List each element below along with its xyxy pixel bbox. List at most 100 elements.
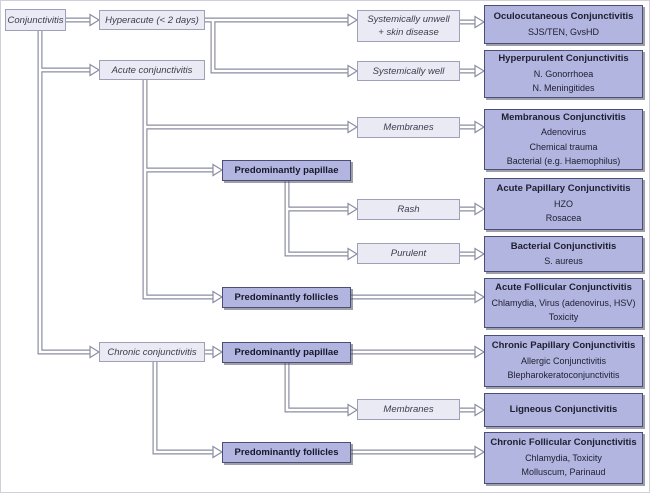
diagnosis-title: Chronic Follicular Conjunctivitis xyxy=(490,437,637,449)
node-acute-predominantly-papillae: Predominantly papillae xyxy=(222,160,351,181)
arrowhead-icon xyxy=(474,15,486,29)
connector-chronic-trunk-to-follicles-outline xyxy=(152,360,214,455)
arrowhead-icon xyxy=(347,120,359,134)
diagnosis-cause: Toxicity xyxy=(548,312,579,323)
diagnosis-cause: Chemical trauma xyxy=(529,141,598,152)
arrowhead-icon xyxy=(212,445,224,459)
arrowhead-icon xyxy=(89,63,101,77)
arrowhead-icon xyxy=(212,290,224,304)
arrowhead-icon xyxy=(474,290,486,304)
node-systemically-well: Systemically well xyxy=(357,61,460,81)
diagnosis-cause: N. Gonorrhoea xyxy=(533,68,594,79)
connector-root-trunk-to-chronic-outline xyxy=(37,28,91,355)
diagnosis-cause: S. aureus xyxy=(544,256,583,266)
arrowhead-icon xyxy=(89,13,101,27)
diagnosis-title: Bacterial Conjunctivitis xyxy=(510,240,617,252)
node-acute-predominantly-follicles: Predominantly follicles xyxy=(222,287,351,308)
node-label: Acute conjunctivitis xyxy=(111,64,193,76)
diagnosis-cause: N. Meningitides xyxy=(532,83,595,94)
node-label: Predominantly follicles xyxy=(234,292,339,303)
diagnosis-cause: HZO xyxy=(554,198,573,209)
arrowhead-icon xyxy=(212,163,224,177)
node-label: Predominantly papillae xyxy=(234,165,339,176)
arrowhead-icon xyxy=(347,64,359,78)
diagnosis-cause: Chlamydia, Toxicity xyxy=(525,452,602,463)
diagnosis-cause: Blepharokeratoconjunctivitis xyxy=(507,370,620,381)
arrowhead-icon xyxy=(89,345,101,359)
connector-chronic-trunk-to-follicles xyxy=(153,360,214,454)
arrowhead-icon xyxy=(347,247,359,261)
diagnosis-cause: SJS/TEN, GvsHD xyxy=(527,26,599,37)
arrowhead-icon xyxy=(474,64,486,78)
connector-papillae-trunk-to-membranes-outline xyxy=(284,360,349,413)
connector-papillae-trunk-to-purulent-outline xyxy=(284,178,349,257)
diagnosis-chronic-papillary: Chronic Papillary Conjunctivitis Allergi… xyxy=(484,335,643,387)
node-chronic-membranes: Membranes xyxy=(357,399,460,420)
diagnosis-chronic-follicular: Chronic Follicular Conjunctivitis Chlamy… xyxy=(484,432,643,484)
node-conjunctivitis: Conjunctivitis xyxy=(5,9,66,31)
diagnosis-title: Hyperpurulent Conjunctivitis xyxy=(498,53,629,65)
node-label: Conjunctivitis xyxy=(7,14,64,26)
node-systemically-unwell: Systemically unwell + skin disease xyxy=(357,10,460,42)
node-label: Chronic conjunctivitis xyxy=(107,346,197,358)
node-label: Rash xyxy=(397,204,420,215)
node-chronic-conjunctivitis: Chronic conjunctivitis xyxy=(99,342,205,362)
node-label: Purulent xyxy=(390,248,427,259)
arrowhead-icon xyxy=(347,403,359,417)
diagnosis-ligneous: Ligneous Conjunctivitis xyxy=(484,393,643,427)
diagnosis-cause: Rosacea xyxy=(545,213,582,224)
node-label: Systemically unwell xyxy=(367,14,450,25)
node-acute-membranes: Membranes xyxy=(357,117,460,138)
arrowhead-icon xyxy=(474,345,486,359)
diagnosis-title: Chronic Papillary Conjunctivitis xyxy=(491,340,636,352)
node-acute-conjunctivitis: Acute conjunctivitis xyxy=(99,60,205,80)
connector-arrowheads-layer xyxy=(89,13,486,459)
connector-root-trunk-to-chronic xyxy=(38,28,91,354)
node-label: Systemically well xyxy=(372,65,445,77)
diagnosis-title: Acute Follicular Conjunctivitis xyxy=(495,282,632,294)
arrowhead-icon xyxy=(474,445,486,459)
diagnosis-cause: Adenovirus xyxy=(540,127,587,137)
node-label: Membranes xyxy=(383,404,434,415)
node-label: Predominantly follicles xyxy=(234,447,339,458)
diagnosis-title: Acute Papillary Conjunctivitis xyxy=(496,183,631,195)
node-hyperacute: Hyperacute (< 2 days) xyxy=(99,10,205,30)
arrowhead-icon xyxy=(347,202,359,216)
connector-papillae-trunk-to-membranes xyxy=(285,360,349,412)
diagnosis-cause: Chlamydia, Virus (adenovirus, HSV) xyxy=(491,297,636,308)
connector-hyperacute-to-well xyxy=(211,20,349,73)
node-purulent: Purulent xyxy=(357,243,460,264)
node-rash: Rash xyxy=(357,199,460,220)
connector-acute-trunk-to-follicles xyxy=(143,78,214,299)
node-label: Membranes xyxy=(383,122,434,133)
node-label: Predominantly papillae xyxy=(234,347,339,358)
diagnosis-cause: Bacterial (e.g. Haemophilus) xyxy=(506,156,621,166)
diagnosis-title: Ligneous Conjunctivitis xyxy=(509,403,618,415)
node-chronic-predominantly-follicles: Predominantly follicles xyxy=(222,442,351,463)
diagnosis-oculocutaneous: Oculocutaneous Conjunctivitis SJS/TEN, G… xyxy=(484,5,643,44)
node-label: + skin disease xyxy=(378,27,439,38)
arrowhead-icon xyxy=(474,247,486,261)
connector-acute-trunk-to-follicles-outline xyxy=(142,78,214,300)
node-label: Hyperacute (< 2 days) xyxy=(105,14,199,26)
connector-papillae-trunk-to-purulent xyxy=(285,178,349,256)
diagnosis-bacterial: Bacterial Conjunctivitis S. aureus xyxy=(484,236,643,272)
diagnosis-title: Membranous Conjunctivitis xyxy=(501,111,626,123)
diagnosis-hyperpurulent: Hyperpurulent Conjunctivitis N. Gonorrho… xyxy=(484,50,643,98)
connector-outline-layer xyxy=(37,17,476,455)
diagnosis-acute-follicular: Acute Follicular Conjunctivitis Chlamydi… xyxy=(484,278,643,328)
arrowhead-icon xyxy=(212,345,224,359)
diagnosis-cause: Allergic Conjunctivitis xyxy=(520,355,607,366)
diagnosis-title: Oculocutaneous Conjunctivitis xyxy=(493,11,634,22)
diagnosis-acute-papillary: Acute Papillary Conjunctivitis HZO Rosac… xyxy=(484,178,643,230)
diagnosis-cause: Molluscum, Parinaud xyxy=(521,467,606,478)
diagnosis-membranous: Membranous Conjunctivitis Adenovirus Che… xyxy=(484,109,643,170)
connector-hyperacute-to-well-outline xyxy=(210,20,349,74)
connector-core-layer xyxy=(38,18,476,454)
arrowhead-icon xyxy=(474,403,486,417)
arrowhead-icon xyxy=(347,13,359,27)
arrowhead-icon xyxy=(474,202,486,216)
arrowhead-icon xyxy=(474,120,486,134)
node-chronic-predominantly-papillae: Predominantly papillae xyxy=(222,342,351,363)
